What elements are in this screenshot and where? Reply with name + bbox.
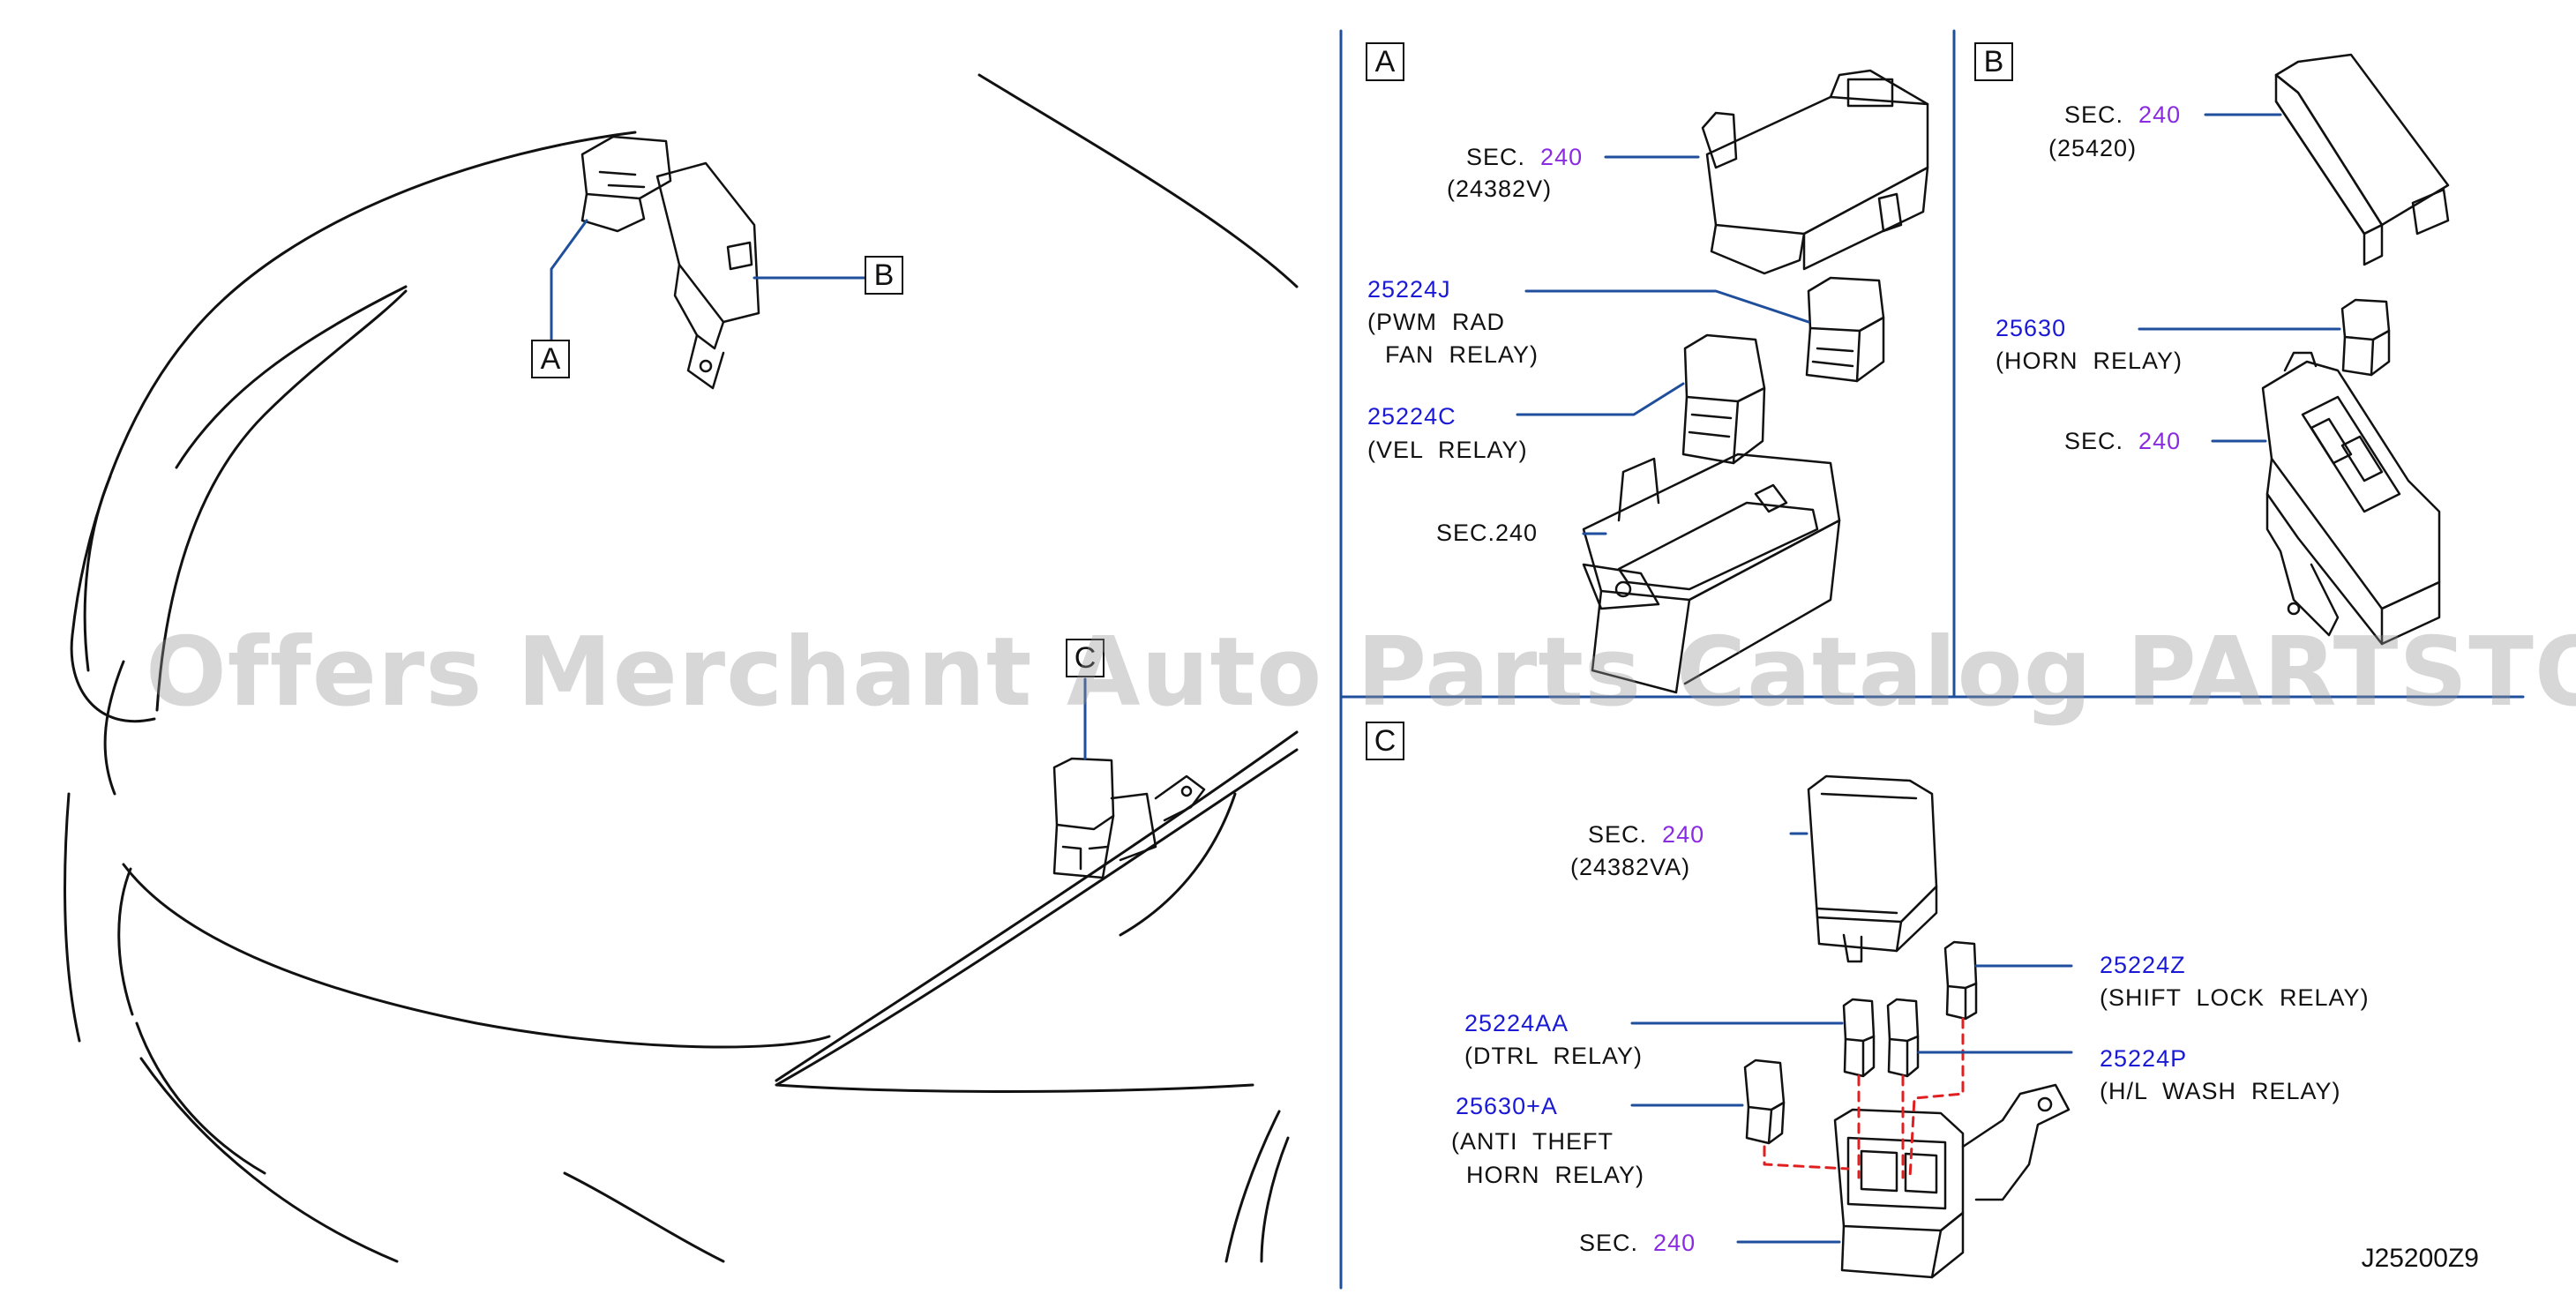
part-number-25224aa[interactable]: 25224AA xyxy=(1464,1010,1569,1036)
panel-c-sec-label: SEC. 240 xyxy=(1588,820,1704,849)
panel-c-sec2-label: SEC. 240 xyxy=(1579,1229,1696,1257)
panel-b-sec-label: SEC. 240 xyxy=(2064,101,2181,129)
sec-number[interactable]: 240 xyxy=(1662,821,1705,848)
panel-c-relation-dashes xyxy=(1763,1017,1965,1179)
overview-relay-box-ab xyxy=(580,135,760,390)
panel-a-sec-label: SEC. 240 xyxy=(1466,143,1583,171)
sec-number[interactable]: 240 xyxy=(1540,144,1584,170)
sec-number[interactable]: 240 xyxy=(2138,428,2182,454)
sec-prefix: SEC. xyxy=(1466,144,1526,170)
overview-callout-c[interactable]: C xyxy=(1066,639,1105,677)
sec-prefix: SEC. xyxy=(2064,428,2124,454)
vel-relay-desc: (VEL RELAY) xyxy=(1367,437,1528,463)
overview-relay-box-c xyxy=(1052,757,1206,879)
panel-c-label: C xyxy=(1366,722,1404,760)
sec-prefix: SEC. xyxy=(2064,101,2124,128)
panel-a-parts xyxy=(1582,69,1929,694)
horn-relay-desc: (HORN RELAY) xyxy=(1996,348,2183,374)
diagram-code: J25200Z9 xyxy=(2361,1244,2479,1273)
pwm-relay-desc-2: FAN RELAY) xyxy=(1385,341,1539,368)
overview-callout-a[interactable]: A xyxy=(531,340,570,378)
vehicle-outline xyxy=(64,73,1299,1263)
dtrl-relay-desc: (DTRL RELAY) xyxy=(1464,1043,1644,1069)
leader-lines xyxy=(550,113,2341,1244)
part-number-25224p[interactable]: 25224P xyxy=(2100,1045,2188,1072)
panel-a-sec-code: (24382V) xyxy=(1447,176,1553,202)
sec-prefix: SEC. xyxy=(1588,821,1648,848)
panel-b-sec-code: (25420) xyxy=(2048,135,2138,161)
hl-wash-relay-desc: (H/L WASH RELAY) xyxy=(2100,1078,2341,1104)
panel-c-parts xyxy=(1743,774,2071,1279)
panel-c-sec-code: (24382VA) xyxy=(1570,854,1691,880)
part-number-25224c[interactable]: 25224C xyxy=(1367,403,1456,430)
anti-theft-desc-2: HORN RELAY) xyxy=(1466,1162,1645,1188)
panel-separators xyxy=(1339,29,2525,1290)
sec-prefix: SEC. xyxy=(1579,1230,1639,1256)
panel-a-sec240: SEC.240 xyxy=(1436,520,1539,546)
panel-a-label: A xyxy=(1366,42,1404,81)
part-number-25224j[interactable]: 25224J xyxy=(1367,276,1451,303)
shift-lock-relay-desc: (SHIFT LOCK RELAY) xyxy=(2100,984,2370,1011)
panel-b-parts xyxy=(2261,53,2450,646)
watermark: Offers Merchant Auto Parts Catalog PARTS… xyxy=(146,617,2576,728)
part-number-25630[interactable]: 25630 xyxy=(1996,315,2067,341)
sec-number[interactable]: 240 xyxy=(2138,101,2182,128)
panel-b-sec2-label: SEC. 240 xyxy=(2064,427,2181,455)
part-number-25224z[interactable]: 25224Z xyxy=(2100,952,2186,978)
overview-callout-b[interactable]: B xyxy=(865,256,903,295)
anti-theft-desc-1: (ANTI THEFT xyxy=(1451,1128,1614,1155)
panel-b-label: B xyxy=(1974,42,2013,81)
sec-number[interactable]: 240 xyxy=(1653,1230,1696,1256)
pwm-relay-desc-1: (PWM RAD xyxy=(1367,309,1505,335)
part-number-25630-a[interactable]: 25630+A xyxy=(1456,1093,1558,1119)
